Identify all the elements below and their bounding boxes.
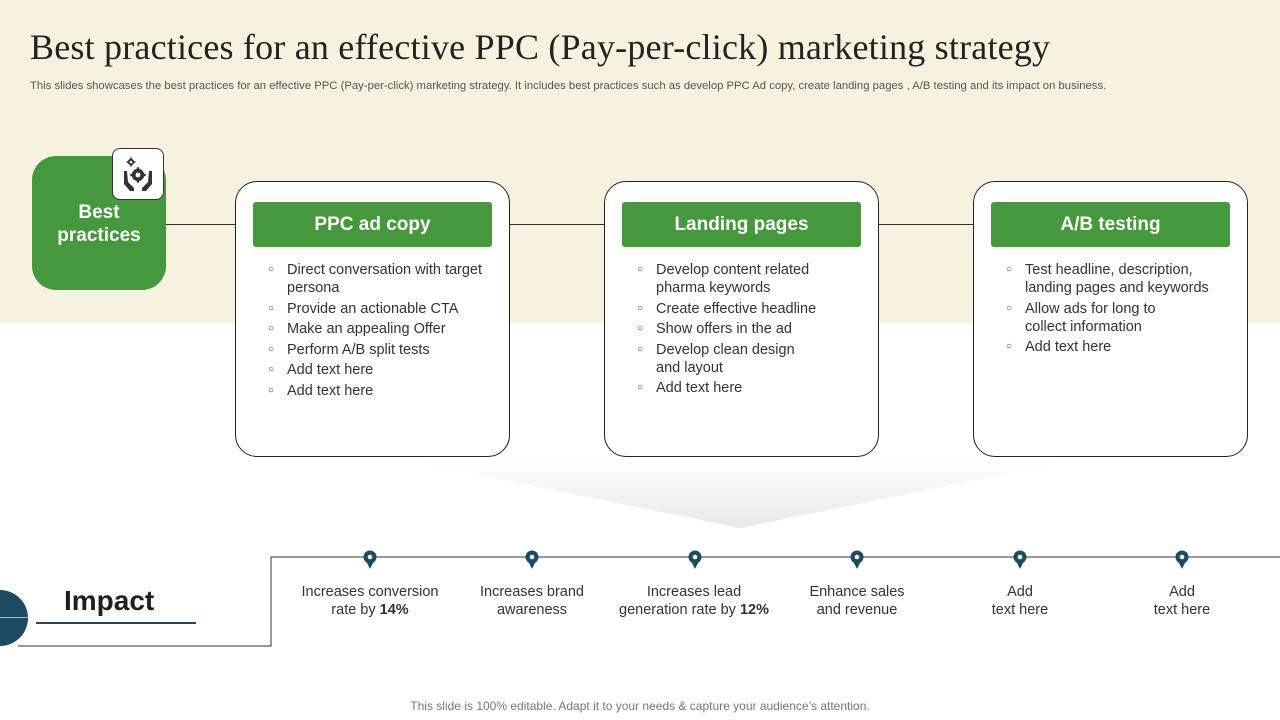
impact-underline [36,622,196,624]
list-item: ○Create effective headline [637,300,817,317]
list-item: ○Allow ads for long to collect informati… [1006,300,1156,335]
impact-item: Add text here [991,584,1049,618]
impact-timeline [18,550,1280,647]
funnel-shadow [398,458,1082,528]
timeline-marker [688,550,702,569]
list-item: ○Show offers in the ad [637,321,792,337]
card-list: ○Develop content related pharma keywords… [637,261,862,400]
circle-bullet-icon: ○ [268,343,275,355]
footer-note: This slide is 100% editable. Adapt it to… [410,699,870,713]
card-ppc-ad-copy: PPC ad copy ○Direct conversation with ta… [235,181,510,457]
circle-bullet-icon: ○ [637,343,644,355]
impact-item: Increases conversion rate by 14% [301,584,439,618]
list-item: ○Make an appealing Offer [268,321,446,337]
impact-item: Enhance sales and revenue [809,584,905,618]
impact-label: Impact [64,585,155,616]
circle-bullet-icon: ○ [268,364,275,375]
list-item: ○Perform A/B split tests [268,341,430,358]
circle-bullet-icon: ○ [268,302,275,314]
timeline-marker [363,550,377,569]
timeline-marker [525,550,539,569]
impact-item: Increases brand awareness [480,584,584,618]
circle-bullet-icon: ○ [1006,341,1013,352]
best-practices-label-line1: Best [78,202,120,223]
connector-line [879,224,974,225]
page-subtitle: This slides showcases the best practices… [30,80,1107,92]
timeline-marker [850,550,864,569]
circle-bullet-icon: ○ [268,384,275,396]
circle-bullet-icon: ○ [268,323,275,334]
impact-item: Add text here [1153,584,1211,618]
list-item: ○Add text here [637,380,743,396]
circle-bullet-icon: ○ [1006,264,1013,275]
card-landing-pages: Landing pages ○Develop content related p… [604,181,879,457]
card-heading: PPC ad copy [253,202,492,247]
circle-bullet-icon: ○ [637,264,644,275]
best-practices-label-line2: practices [57,225,141,246]
card-list: ○Direct conversation with target persona… [268,261,493,402]
list-item: ○Test headline, description, landing pag… [1006,262,1209,296]
circle-bullet-icon: ○ [268,264,275,275]
circle-bullet-icon: ○ [637,302,644,314]
best-practices-icon-box [112,148,164,200]
page-title: Best practices for an effective PPC (Pay… [30,27,1051,67]
list-item: ○Direct conversation with target persona [268,262,483,296]
list-item: ○Develop content related pharma keywords [637,262,810,296]
impact-crosshair [0,617,30,618]
list-item: ○Add text here [1006,339,1112,355]
card-ab-testing: A/B testing ○Test headline, description,… [973,181,1248,457]
list-item: ○Add text here [268,362,374,378]
circle-bullet-icon: ○ [637,323,644,334]
timeline-marker [1013,550,1027,569]
list-item: ○Develop clean design and layout [637,341,795,376]
list-item: ○Provide an actionable CTA [268,300,459,317]
circle-bullet-icon: ○ [1006,302,1013,314]
card-heading: A/B testing [991,202,1230,247]
circle-bullet-icon: ○ [637,382,644,393]
card-list: ○Test headline, description, landing pag… [1006,261,1231,359]
hands-holding-gear-icon [124,157,152,191]
connector-line [166,224,236,225]
list-item: ○Add text here [268,382,374,399]
connector-line [510,224,605,225]
impact-item: Increases lead generation rate by 12% [619,584,769,618]
timeline-marker [1175,550,1189,569]
timeline-line [18,556,1280,647]
card-heading: Landing pages [622,202,861,247]
